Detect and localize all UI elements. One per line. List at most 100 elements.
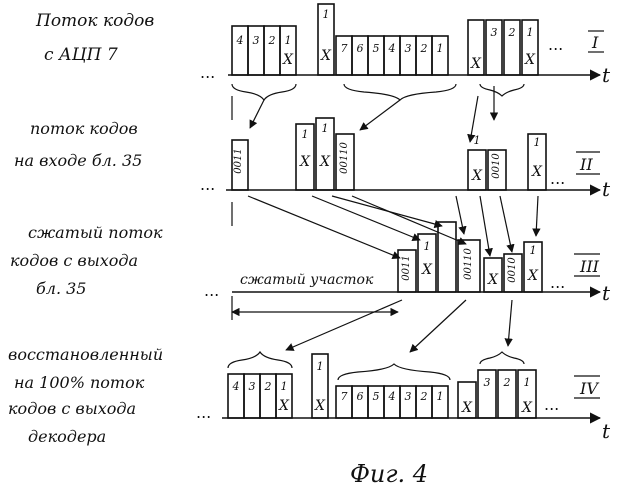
row-4-ellipsis-right: ... <box>544 395 559 414</box>
arrow-r2-r3-h <box>456 196 464 234</box>
row-2-axis-label: t <box>602 177 611 201</box>
r1-label-2b: 2 <box>420 42 428 55</box>
row-2-ellipsis-left: ... <box>200 175 215 194</box>
r1-label-5: 5 <box>373 42 380 55</box>
r1-mark-x-2: X <box>320 48 332 64</box>
r3-label-00110: 00110 <box>463 247 474 279</box>
r1-label-1e: 1 <box>527 26 534 39</box>
figure-caption: Фиг. 4 <box>350 460 428 488</box>
row-3-label-line-1: сжатый поток <box>28 223 163 242</box>
r1-label-2: 2 <box>268 34 276 47</box>
r1-mark-x-1: X <box>282 52 294 68</box>
r4-mark-x-3: X <box>461 400 473 416</box>
row-2-timeline: ... t 0011 1 X 1 X 00110 1 X 0010 1 X ..… <box>200 96 611 201</box>
row-4-label-line-1: восстановленный <box>8 345 163 364</box>
r4-brace-left <box>228 352 292 368</box>
row-4-label-line-4: декодера <box>28 427 106 446</box>
r2-label-00110: 00110 <box>339 141 350 173</box>
r2-label-1c: 1 <box>474 134 481 147</box>
r2-label-1b: 1 <box>322 122 329 135</box>
arrow-r1-r2-a <box>250 100 264 128</box>
r3-segment-label: сжатый участок <box>240 272 374 288</box>
r1-label-3c: 3 <box>491 26 498 39</box>
row-4-axis-label: t <box>602 419 611 443</box>
row-1-label-line-1: Поток кодов <box>35 11 154 31</box>
r1-mark-x-3: X <box>470 56 482 72</box>
r4-mark-x-4: X <box>521 400 533 416</box>
row-2-ellipsis-right: ... <box>550 169 565 188</box>
r4-label-4: 4 <box>232 380 240 393</box>
row-2-roman: II <box>579 155 593 174</box>
row-4-label: восстановленный на 100% поток кодов с вы… <box>8 345 163 446</box>
r4-label-4b: 4 <box>388 390 396 403</box>
r3-label-1d: 1 <box>530 244 537 257</box>
r2-mark-x-2: X <box>319 154 331 170</box>
r1-label-2c: 2 <box>508 26 516 39</box>
r3-mark-x-1: X <box>421 262 433 278</box>
r3-label-1a: 1 <box>424 240 431 253</box>
r2-mark-x-1: X <box>299 154 311 170</box>
r1-label-3b: 3 <box>405 42 412 55</box>
row-4-roman: IV <box>579 379 599 398</box>
r4-mark-x-2: X <box>314 398 326 414</box>
r4-label-7: 7 <box>341 390 348 403</box>
r4-label-1c: 1 <box>437 390 444 403</box>
row-3-label: сжатый поток кодов с выхода бл. 35 <box>10 223 163 298</box>
r4-label-2: 2 <box>264 380 272 393</box>
arrow-r3-r4-c <box>508 300 512 346</box>
row-3-axis-label: t <box>602 281 611 305</box>
row-3-ellipsis-right: ... <box>550 273 565 292</box>
arrow-r1-r2-b <box>360 100 400 130</box>
arrow-r2-r3-d <box>352 196 466 244</box>
row-1-ellipsis-right: ... <box>548 35 563 54</box>
row-2-label: поток кодов на входе бл. 35 <box>14 119 142 170</box>
r4-label-6: 6 <box>357 390 364 403</box>
r4-mark-x-1: X <box>278 398 290 414</box>
r1-mark-x-4: X <box>524 52 536 68</box>
r1-label-4b: 4 <box>388 42 396 55</box>
r3-mark-x-3: X <box>527 268 539 284</box>
arrow-r2-r3-e <box>480 196 490 256</box>
row-3-ellipsis-left: ... <box>204 281 219 300</box>
row-1-timeline: ... t 4 3 2 1 X 1 X 7 6 5 4 3 2 1 X 3 <box>200 4 611 87</box>
r2-label-1d: 1 <box>534 136 541 149</box>
r1-label-1b: 1 <box>323 8 330 21</box>
r4-label-2c: 2 <box>503 376 511 389</box>
row-1-label: Поток кодов с АЦП 7 <box>35 11 154 65</box>
row-3-label-line-2: кодов с выхода <box>10 251 138 270</box>
arrow-r2-r3-g <box>536 196 538 236</box>
arrow-r2-r3-f <box>500 196 512 252</box>
r1-brace-middle <box>344 84 456 100</box>
arrow-r2-r3-a <box>248 196 400 258</box>
r3-mark-x-2: X <box>487 272 499 288</box>
row-4-label-line-2: на 100% поток <box>14 373 145 392</box>
row-1-label-line-2: с АЦП 7 <box>44 45 118 65</box>
row-4-timeline: ... t 4 3 2 1 X 1 X 7 6 5 4 3 2 1 X 3 2 <box>196 354 611 443</box>
r4-brace-middle <box>338 364 450 380</box>
row-1-axis-label: t <box>602 63 611 87</box>
r3-label-0011: 0011 <box>401 255 412 280</box>
row-2-label-line-1: поток кодов <box>30 119 138 138</box>
r1-label-7: 7 <box>341 42 348 55</box>
r4-label-1b: 1 <box>317 360 324 373</box>
r4-label-5: 5 <box>373 390 380 403</box>
row-4-ellipsis-left: ... <box>196 403 211 422</box>
r3-label-0010: 0010 <box>507 257 518 283</box>
r2-mark-x-4: X <box>531 164 543 180</box>
r4-label-1a: 1 <box>281 380 288 393</box>
r4-label-3b: 3 <box>405 390 412 403</box>
r2-label-0011: 0011 <box>233 148 244 173</box>
r2-label-1a: 1 <box>302 128 309 141</box>
row-2-label-line-2: на входе бл. 35 <box>14 151 142 170</box>
r1-brace-left <box>232 84 296 100</box>
r3-block-1b <box>438 222 456 292</box>
arrow-r3-r4-a <box>286 300 402 350</box>
arrow-r3-r4-b <box>410 300 466 352</box>
row-1-ellipsis-left: ... <box>200 63 215 82</box>
row-3-roman: III <box>579 257 600 276</box>
r1-brace-right <box>480 84 524 96</box>
r4-label-2b: 2 <box>420 390 428 403</box>
row-3-label-line-3: бл. 35 <box>36 279 86 298</box>
r4-label-1e: 1 <box>524 376 531 389</box>
